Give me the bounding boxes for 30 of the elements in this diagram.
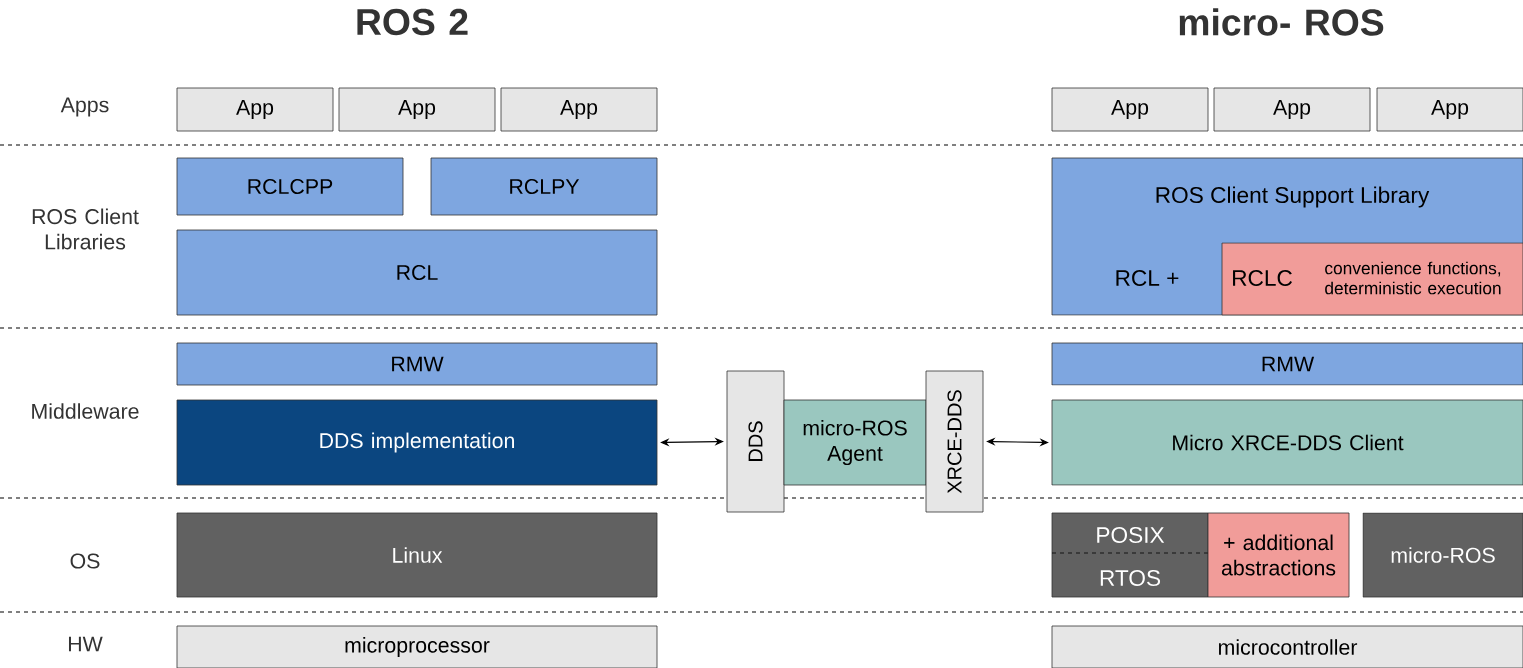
agent-box: micro-ROS Agent — [783, 399, 927, 486]
interface-box: DDS — [726, 370, 785, 513]
layer-label: OS — [70, 553, 100, 569]
layer-box: RMW — [1051, 342, 1523, 386]
app-box: App — [500, 87, 658, 132]
library-box: RCL — [176, 229, 658, 316]
app-box: App — [176, 87, 334, 132]
layer-label: Middleware — [32, 403, 139, 419]
column-heading: micro- ROS — [1179, 8, 1384, 36]
os-box: micro-ROS — [1362, 512, 1523, 598]
hardware-box: microcontroller — [1051, 625, 1523, 668]
library-box: RCLCPP — [176, 157, 404, 216]
column-heading: ROS 2 — [357, 8, 468, 36]
app-box: App — [1213, 87, 1371, 132]
os-box: + additional abstractions — [1207, 512, 1350, 598]
interface-box: XRCE-DDS — [925, 370, 984, 513]
layer-label: Apps — [60, 97, 109, 117]
os-box: POSIX RTOS — [1051, 512, 1209, 598]
app-box: App — [338, 87, 496, 132]
library-box: RCLPY — [430, 157, 658, 216]
middleware-box: DDS implementation — [176, 399, 658, 486]
hardware-box: microprocessor — [176, 625, 658, 668]
os-box: Linux — [176, 512, 658, 598]
layer-label: ROS Client Libraries — [32, 208, 139, 250]
app-box: App — [1376, 87, 1523, 132]
layer-box: RMW — [176, 342, 658, 386]
layer-label: HW — [69, 636, 103, 652]
middleware-box: Micro XRCE-DDS Client — [1051, 399, 1523, 486]
library-box: RCLC convenience functions, deterministic execution — [1221, 242, 1523, 316]
app-box: App — [1051, 87, 1209, 132]
